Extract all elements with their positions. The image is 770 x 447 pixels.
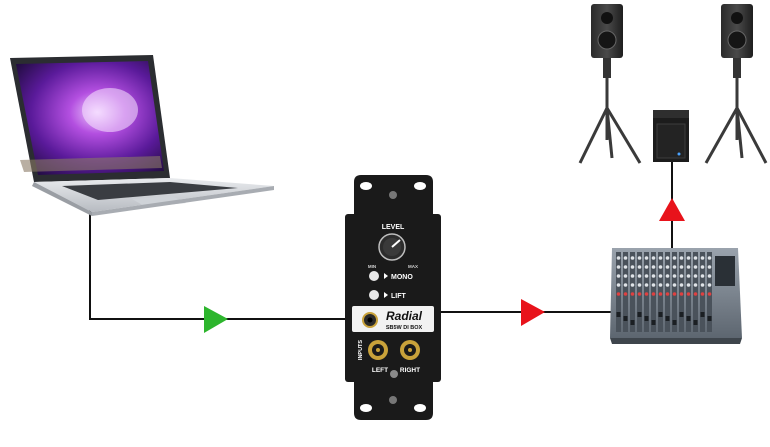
mixer-icon <box>610 248 742 344</box>
arrow-icon <box>521 299 545 326</box>
speaker-icon <box>704 4 768 164</box>
subwoofer-icon <box>653 110 689 162</box>
speaker-icon <box>578 4 642 164</box>
brand-logo: Radial <box>386 309 423 323</box>
inputs-label: INPUTS <box>358 340 364 361</box>
di-box-icon: LEVEL MIN MAX MONO LIFT Radial SB5W DI B… <box>345 175 441 420</box>
right-label: RIGHT <box>400 367 420 374</box>
mono-switch[interactable] <box>369 271 379 281</box>
mono-label: MONO <box>391 274 413 281</box>
laptop-icon <box>10 55 274 216</box>
cable-laptop-to-di <box>89 205 360 320</box>
left-label: LEFT <box>372 367 388 374</box>
lift-label: LIFT <box>391 293 406 300</box>
arrow-icon <box>204 306 228 333</box>
lift-switch[interactable] <box>369 290 379 300</box>
max-label: MAX <box>408 264 418 269</box>
min-label: MIN <box>368 264 376 269</box>
model-label: SB5W DI BOX <box>386 325 423 331</box>
arrow-icon <box>659 198 685 221</box>
level-label: LEVEL <box>382 224 405 231</box>
